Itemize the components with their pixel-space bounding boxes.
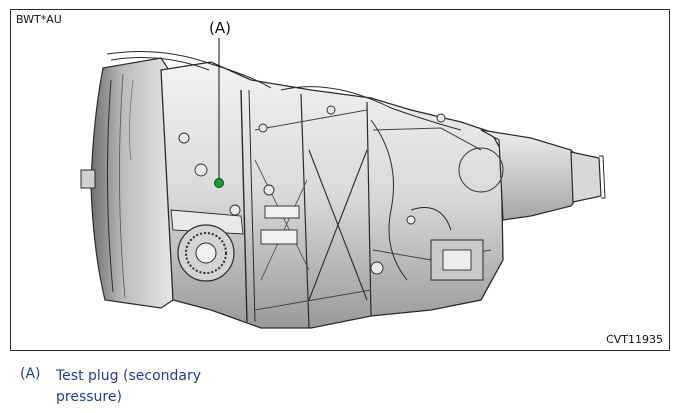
converter-housing (80, 57, 174, 309)
callout-label-a: (A) (209, 19, 231, 37)
valve-body (430, 239, 484, 281)
legend-text-a: Test plug (secondary pressure) (56, 368, 202, 405)
differential-gear (177, 224, 235, 282)
test-plug-marker (214, 178, 224, 188)
diagram-frame: BWT*AU (A) CVT11935 (10, 9, 670, 351)
figure-code-bottom-right: CVT11935 (606, 333, 663, 346)
transmission-case (160, 61, 504, 329)
case-bolts (178, 105, 446, 275)
wiring-harness (106, 51, 462, 281)
legend: (A) Test plug (secondary pressure) (20, 362, 660, 408)
legend-key-a: (A) (20, 366, 41, 382)
extension-housing (458, 129, 606, 221)
figure-code-top-left: BWT*AU (16, 13, 62, 26)
transmission-illustration (80, 38, 606, 329)
